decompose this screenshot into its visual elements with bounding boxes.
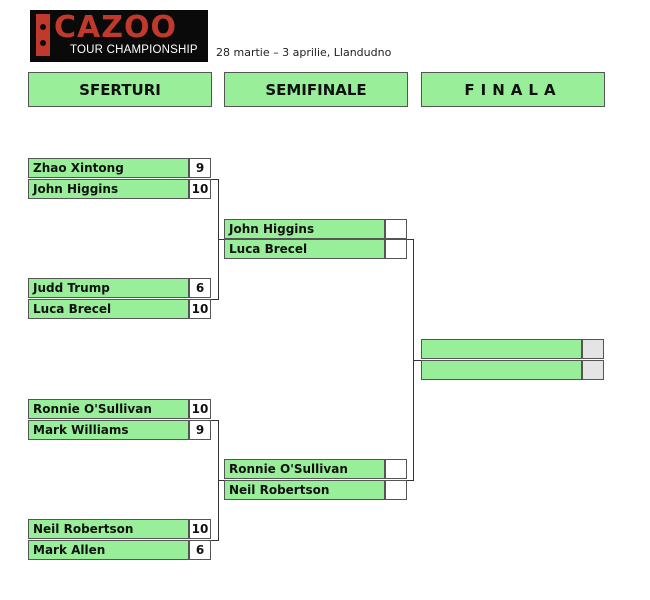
final-player1 — [421, 339, 582, 359]
sf2-player2: Neil Robertson — [224, 480, 385, 500]
logo-subtitle: TOUR CHAMPIONSHIP — [70, 44, 198, 56]
round-header-quarterfinals: SFERTURI — [28, 72, 212, 107]
final-score2 — [582, 360, 604, 380]
qf1-player1: Zhao Xintong — [28, 158, 189, 178]
sf1-player1: John Higgins — [224, 219, 385, 239]
connector-qf2 — [211, 299, 219, 300]
qf4-score1: 10 — [189, 519, 211, 539]
qf3-score1: 10 — [189, 399, 211, 419]
round-header-final: FINALA — [421, 72, 605, 107]
qf4-player1: Neil Robertson — [28, 519, 189, 539]
connector-to-sf2 — [218, 480, 225, 481]
sf1-player2: Luca Brecel — [224, 239, 385, 259]
sf2-score1 — [385, 459, 407, 479]
qf2-player2: Luca Brecel — [28, 299, 189, 319]
qf1-score1: 9 — [189, 158, 211, 178]
sf2-player1: Ronnie O'Sullivan — [224, 459, 385, 479]
final-score1 — [582, 339, 604, 359]
event-date: 28 martie – 3 aprilie, Llandudno — [216, 46, 392, 59]
tournament-logo: CAZOO TOUR CHAMPIONSHIP — [30, 10, 208, 62]
sf1-score1 — [385, 219, 407, 239]
qf4-score2: 6 — [189, 540, 211, 560]
qf3-score2: 9 — [189, 420, 211, 440]
connector-sf1 — [407, 239, 414, 240]
qf2-score2: 10 — [189, 299, 211, 319]
connector-qf4 — [211, 540, 219, 541]
final-player2 — [421, 360, 582, 380]
connector-qf3 — [211, 420, 219, 421]
cue-ball-logo-icon — [36, 14, 50, 56]
qf1-player2: John Higgins — [28, 179, 189, 199]
connector-to-final — [413, 360, 422, 361]
qf3-player2: Mark Williams — [28, 420, 189, 440]
round-header-semifinals: SEMIFINALE — [224, 72, 408, 107]
qf3-player1: Ronnie O'Sullivan — [28, 399, 189, 419]
sf1-score2 — [385, 239, 407, 259]
qf4-player2: Mark Allen — [28, 540, 189, 560]
connector-qf1 — [211, 179, 219, 180]
logo-wordmark: CAZOO — [54, 10, 177, 45]
qf2-player1: Judd Trump — [28, 278, 189, 298]
connector-sf2 — [407, 480, 414, 481]
qf1-score2: 10 — [189, 179, 211, 199]
qf2-score1: 6 — [189, 278, 211, 298]
connector-to-sf1 — [218, 239, 225, 240]
sf2-score2 — [385, 480, 407, 500]
